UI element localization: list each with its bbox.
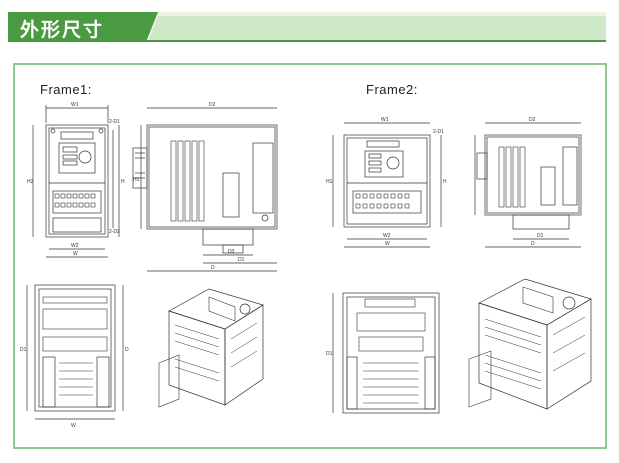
- svg-text:H1: H1: [133, 177, 140, 183]
- svg-text:W1: W1: [71, 102, 79, 108]
- frame2-iso-view: [468, 278, 592, 410]
- frame1-front-view: W1 W2 W H2 H 2-D1 2-D2: [27, 102, 125, 258]
- section-header: 外形尺寸: [8, 12, 606, 42]
- svg-text:D1: D1: [326, 351, 333, 357]
- frame2-front-view: W1 W2 W H1 H 2-D1: [326, 117, 447, 248]
- frame2-label: Frame2:: [366, 82, 418, 97]
- frame1-bottom-view: D1 D W: [20, 284, 129, 429]
- frame1-side-view: D2 D3 D1 D H1: [132, 102, 278, 272]
- frame2-bottom-view: D1: [326, 292, 440, 414]
- svg-text:D2: D2: [529, 117, 536, 123]
- frame1-iso-view: [158, 288, 264, 408]
- frame1-label: Frame1:: [40, 82, 92, 97]
- svg-text:W: W: [71, 423, 76, 429]
- section-title: 外形尺寸: [20, 19, 105, 41]
- svg-text:D3: D3: [228, 249, 235, 255]
- svg-text:W: W: [73, 251, 78, 257]
- svg-text:H: H: [443, 179, 447, 185]
- svg-text:W1: W1: [381, 117, 389, 123]
- svg-text:D: D: [211, 265, 215, 271]
- dimension-drawings: W1 W2 W H2 H 2-D1 2-D2 D2 D3 D1: [20, 102, 592, 429]
- svg-text:D2: D2: [209, 102, 216, 108]
- svg-text:W: W: [385, 241, 390, 247]
- svg-text:W2: W2: [71, 243, 79, 249]
- svg-text:D1: D1: [537, 233, 544, 239]
- drawing-frame: [13, 63, 607, 449]
- svg-text:D1: D1: [20, 347, 27, 353]
- svg-text:2-D1: 2-D1: [109, 119, 120, 125]
- svg-text:D: D: [531, 241, 535, 247]
- svg-text:H1: H1: [326, 179, 333, 185]
- svg-text:H: H: [121, 179, 125, 185]
- svg-text:D1: D1: [238, 257, 245, 263]
- svg-text:D: D: [125, 347, 129, 353]
- svg-text:W2: W2: [383, 233, 391, 239]
- svg-text:H2: H2: [27, 179, 34, 185]
- svg-text:2-D2: 2-D2: [109, 229, 120, 235]
- svg-text:2-D1: 2-D1: [433, 129, 444, 135]
- header-banner-shape: [8, 12, 606, 42]
- frame2-side-view: D2 D1 D: [474, 117, 582, 248]
